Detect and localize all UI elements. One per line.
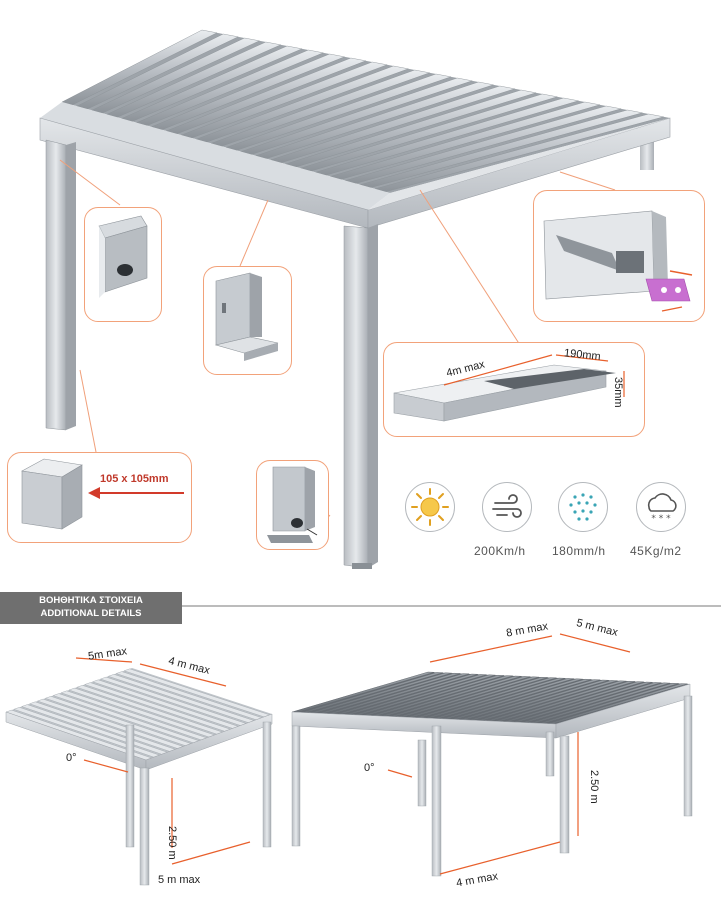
post-section-callout: 105 x 105mm <box>7 452 192 543</box>
post-size-label: 105 x 105mm <box>100 473 169 485</box>
snow-icon: * * * <box>636 482 686 532</box>
banner-greek: ΒΟΗΘΗΤΙΚΑ ΣΤΟΙΧΕΙΑ <box>39 595 143 606</box>
beam-profile-callout <box>203 266 292 375</box>
banner-english: ADDITIONAL DETAILS <box>40 608 142 619</box>
small-angle: 0° <box>66 752 77 764</box>
small-pergola <box>5 657 273 886</box>
gutter-detail-callout <box>84 207 162 322</box>
rain-icon <box>558 482 608 532</box>
motor-mechanism-callout <box>533 190 705 322</box>
rain-stat: 180mm/h <box>552 544 606 558</box>
snow-stat: 45Kg/m2 <box>630 544 682 558</box>
louvre-slat <box>284 89 537 168</box>
large-pergola <box>291 633 693 877</box>
svg-text:* * *: * * * <box>651 514 671 524</box>
small-width-bottom: 5 m max <box>158 874 201 886</box>
large-height: 2.50 m <box>588 770 600 804</box>
additional-details-banner: ΒΟΗΘΗΤΙΚΑ ΣΤΟΙΧΕΙΑ ADDITIONAL DETAILS <box>0 592 182 624</box>
main-pergola <box>39 29 671 569</box>
louvre-profile-callout: 4m max 190mm 35mm <box>383 342 645 437</box>
large-angle: 0° <box>364 762 375 774</box>
small-height: 2.50 m <box>166 826 178 860</box>
wind-stat: 200Km/h <box>474 544 526 558</box>
sun-icon <box>405 482 455 532</box>
wind-icon <box>482 482 532 532</box>
louvre-height-label: 35mm <box>612 377 624 408</box>
roof-louvres <box>61 29 664 192</box>
leader-lines <box>59 159 616 531</box>
post-base-callout <box>256 460 329 550</box>
